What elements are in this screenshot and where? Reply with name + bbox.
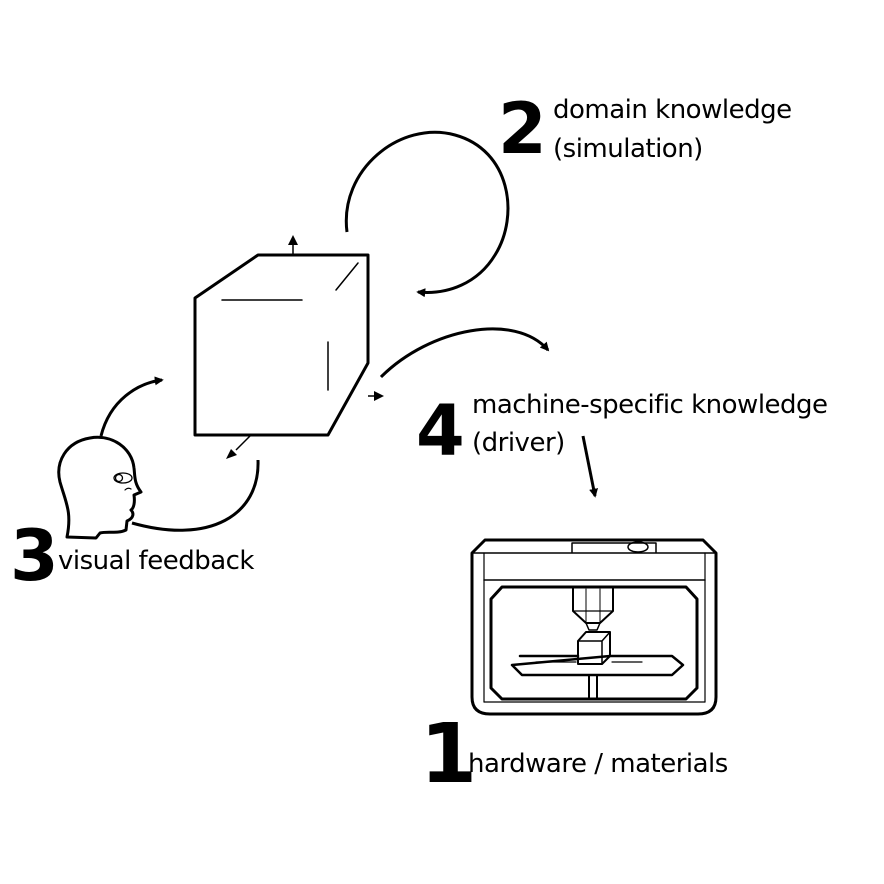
to-printer-arrow <box>581 435 599 498</box>
to-driver-arrow <box>379 327 550 379</box>
axis-diagonal-arrow <box>226 435 251 459</box>
step-2-label: domain knowledge <box>553 95 792 125</box>
step-3-label: visual feedback <box>58 546 255 576</box>
cube-icon <box>193 253 370 437</box>
axis-up-arrow <box>288 235 298 255</box>
simulation-loop-arrow <box>344 130 510 298</box>
step-3-number: 3 <box>10 515 59 597</box>
step-4-number: 4 <box>416 390 465 472</box>
printer-icon <box>470 538 718 716</box>
step-1-label: hardware / materials <box>468 749 728 779</box>
axis-right-arrow <box>368 391 384 401</box>
step-2-sublabel: (simulation) <box>553 134 703 164</box>
step-1-number: 1 <box>420 707 477 802</box>
feedback-out-arrow <box>99 376 164 437</box>
head-icon <box>57 435 143 540</box>
step-2-number: 2 <box>498 88 547 170</box>
feedback-in-arrow <box>131 459 260 532</box>
step-4-sublabel: (driver) <box>472 428 565 458</box>
step-4-label: machine-specific knowledge <box>472 390 828 420</box>
